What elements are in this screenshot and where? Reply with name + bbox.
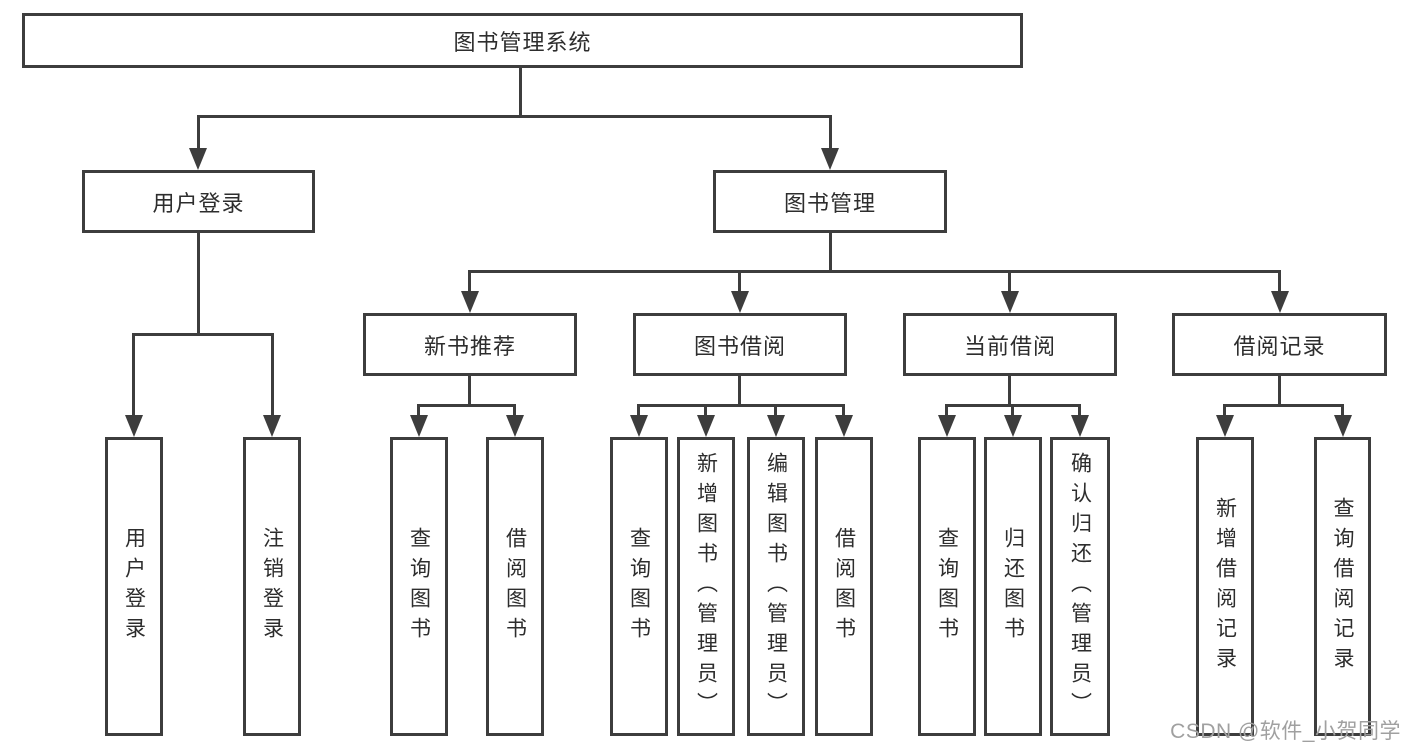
node-leaf-query-books-recommend: 查询图书: [390, 437, 448, 736]
node-label: 图书管理系统: [453, 29, 592, 55]
arrow-down-icon: [697, 415, 715, 437]
connector-line: [132, 333, 135, 419]
node-label: 图书借阅: [693, 333, 786, 359]
node-label: 确认归还（管理员）: [1068, 451, 1092, 722]
arrow-down-icon: [263, 415, 281, 437]
node-label: 借阅记录: [1233, 333, 1326, 359]
node-label: 新增图书（管理员）: [694, 451, 718, 722]
node-leaf-borrow-books: 借阅图书: [815, 437, 873, 736]
node-leaf-edit-books-admin: 编辑图书（管理员）: [747, 437, 805, 736]
connector-line: [519, 68, 522, 118]
node-borrowing-records: 借阅记录: [1172, 313, 1387, 376]
node-label: 借阅图书: [503, 526, 527, 647]
node-leaf-logout: 注销登录: [243, 437, 301, 736]
node-label: 新书推荐: [423, 333, 516, 359]
node-label: 查询图书: [627, 526, 651, 647]
arrow-down-icon: [1071, 415, 1089, 437]
node-leaf-add-books-admin: 新增图书（管理员）: [677, 437, 735, 736]
connector-line: [271, 333, 274, 419]
csdn-watermark: CSDN @软件_小贺同学: [1170, 720, 1401, 743]
node-new-book-recommendation: 新书推荐: [363, 313, 577, 376]
node-leaf-borrow-books-recommend: 借阅图书: [486, 437, 544, 736]
node-leaf-return-books: 归还图书: [984, 437, 1042, 736]
connector-line: [1223, 404, 1344, 407]
arrow-down-icon: [506, 415, 524, 437]
node-leaf-query-books-borrowing: 查询图书: [610, 437, 668, 736]
connector-line: [637, 404, 845, 407]
connector-line: [468, 270, 1281, 273]
connector-line: [829, 233, 832, 273]
connector-line: [1008, 270, 1011, 294]
node-label: 用户登录: [152, 190, 245, 216]
connector-line: [132, 333, 274, 336]
arrow-down-icon: [938, 415, 956, 437]
arrow-down-icon: [835, 415, 853, 437]
connector-line: [1223, 404, 1226, 419]
connector-line: [738, 270, 741, 294]
arrow-down-icon: [1334, 415, 1352, 437]
connector-line: [1008, 376, 1011, 407]
arrow-down-icon: [1001, 291, 1019, 313]
connector-line: [637, 404, 640, 419]
arrow-down-icon: [630, 415, 648, 437]
arrow-down-icon: [821, 148, 839, 170]
node-label: 查询图书: [407, 526, 431, 647]
arrow-down-icon: [767, 415, 785, 437]
connector-line: [197, 233, 200, 336]
arrow-down-icon: [1004, 415, 1022, 437]
connector-line: [774, 404, 777, 419]
connector-line: [197, 115, 832, 118]
node-label: 注销登录: [260, 526, 284, 647]
node-library-management-system: 图书管理系统: [22, 13, 1023, 68]
connector-line: [738, 376, 741, 407]
node-user-login: 用户登录: [82, 170, 315, 233]
arrow-down-icon: [410, 415, 428, 437]
node-label: 借阅图书: [832, 526, 856, 647]
node-label: 编辑图书（管理员）: [764, 451, 788, 722]
node-label: 查询图书: [935, 526, 959, 647]
connector-line: [468, 376, 471, 407]
arrow-down-icon: [189, 148, 207, 170]
node-leaf-user-login: 用户登录: [105, 437, 163, 736]
connector-line: [829, 115, 832, 151]
node-leaf-query-borrow-record: 查询借阅记录: [1314, 437, 1371, 736]
arrow-down-icon: [461, 291, 479, 313]
arrow-down-icon: [125, 415, 143, 437]
arrow-down-icon: [1271, 291, 1289, 313]
connector-line: [417, 404, 516, 407]
node-leaf-confirm-return-admin: 确认归还（管理员）: [1050, 437, 1110, 736]
node-book-management: 图书管理: [713, 170, 947, 233]
node-label: 用户登录: [122, 526, 146, 647]
connector-line: [1078, 404, 1081, 419]
node-leaf-add-borrow-record: 新增借阅记录: [1196, 437, 1254, 736]
connector-line: [1341, 404, 1344, 419]
connector-line: [468, 270, 471, 294]
connector-line: [1278, 270, 1281, 294]
node-label: 当前借阅: [963, 333, 1056, 359]
connector-line: [417, 404, 420, 419]
node-label: 归还图书: [1001, 526, 1025, 647]
connector-line: [197, 115, 200, 151]
node-leaf-query-books-current: 查询图书: [918, 437, 976, 736]
connector-line: [704, 404, 707, 419]
connector-line: [513, 404, 516, 419]
node-label: 图书管理: [783, 190, 876, 216]
connector-line: [842, 404, 845, 419]
arrow-down-icon: [731, 291, 749, 313]
arrow-down-icon: [1216, 415, 1234, 437]
node-book-borrowing: 图书借阅: [633, 313, 847, 376]
connector-line: [1278, 376, 1281, 407]
connector-line: [945, 404, 948, 419]
node-current-borrowing: 当前借阅: [903, 313, 1117, 376]
node-label: 新增借阅记录: [1213, 496, 1237, 677]
node-label: 查询借阅记录: [1331, 496, 1354, 677]
connector-line: [1011, 404, 1014, 419]
